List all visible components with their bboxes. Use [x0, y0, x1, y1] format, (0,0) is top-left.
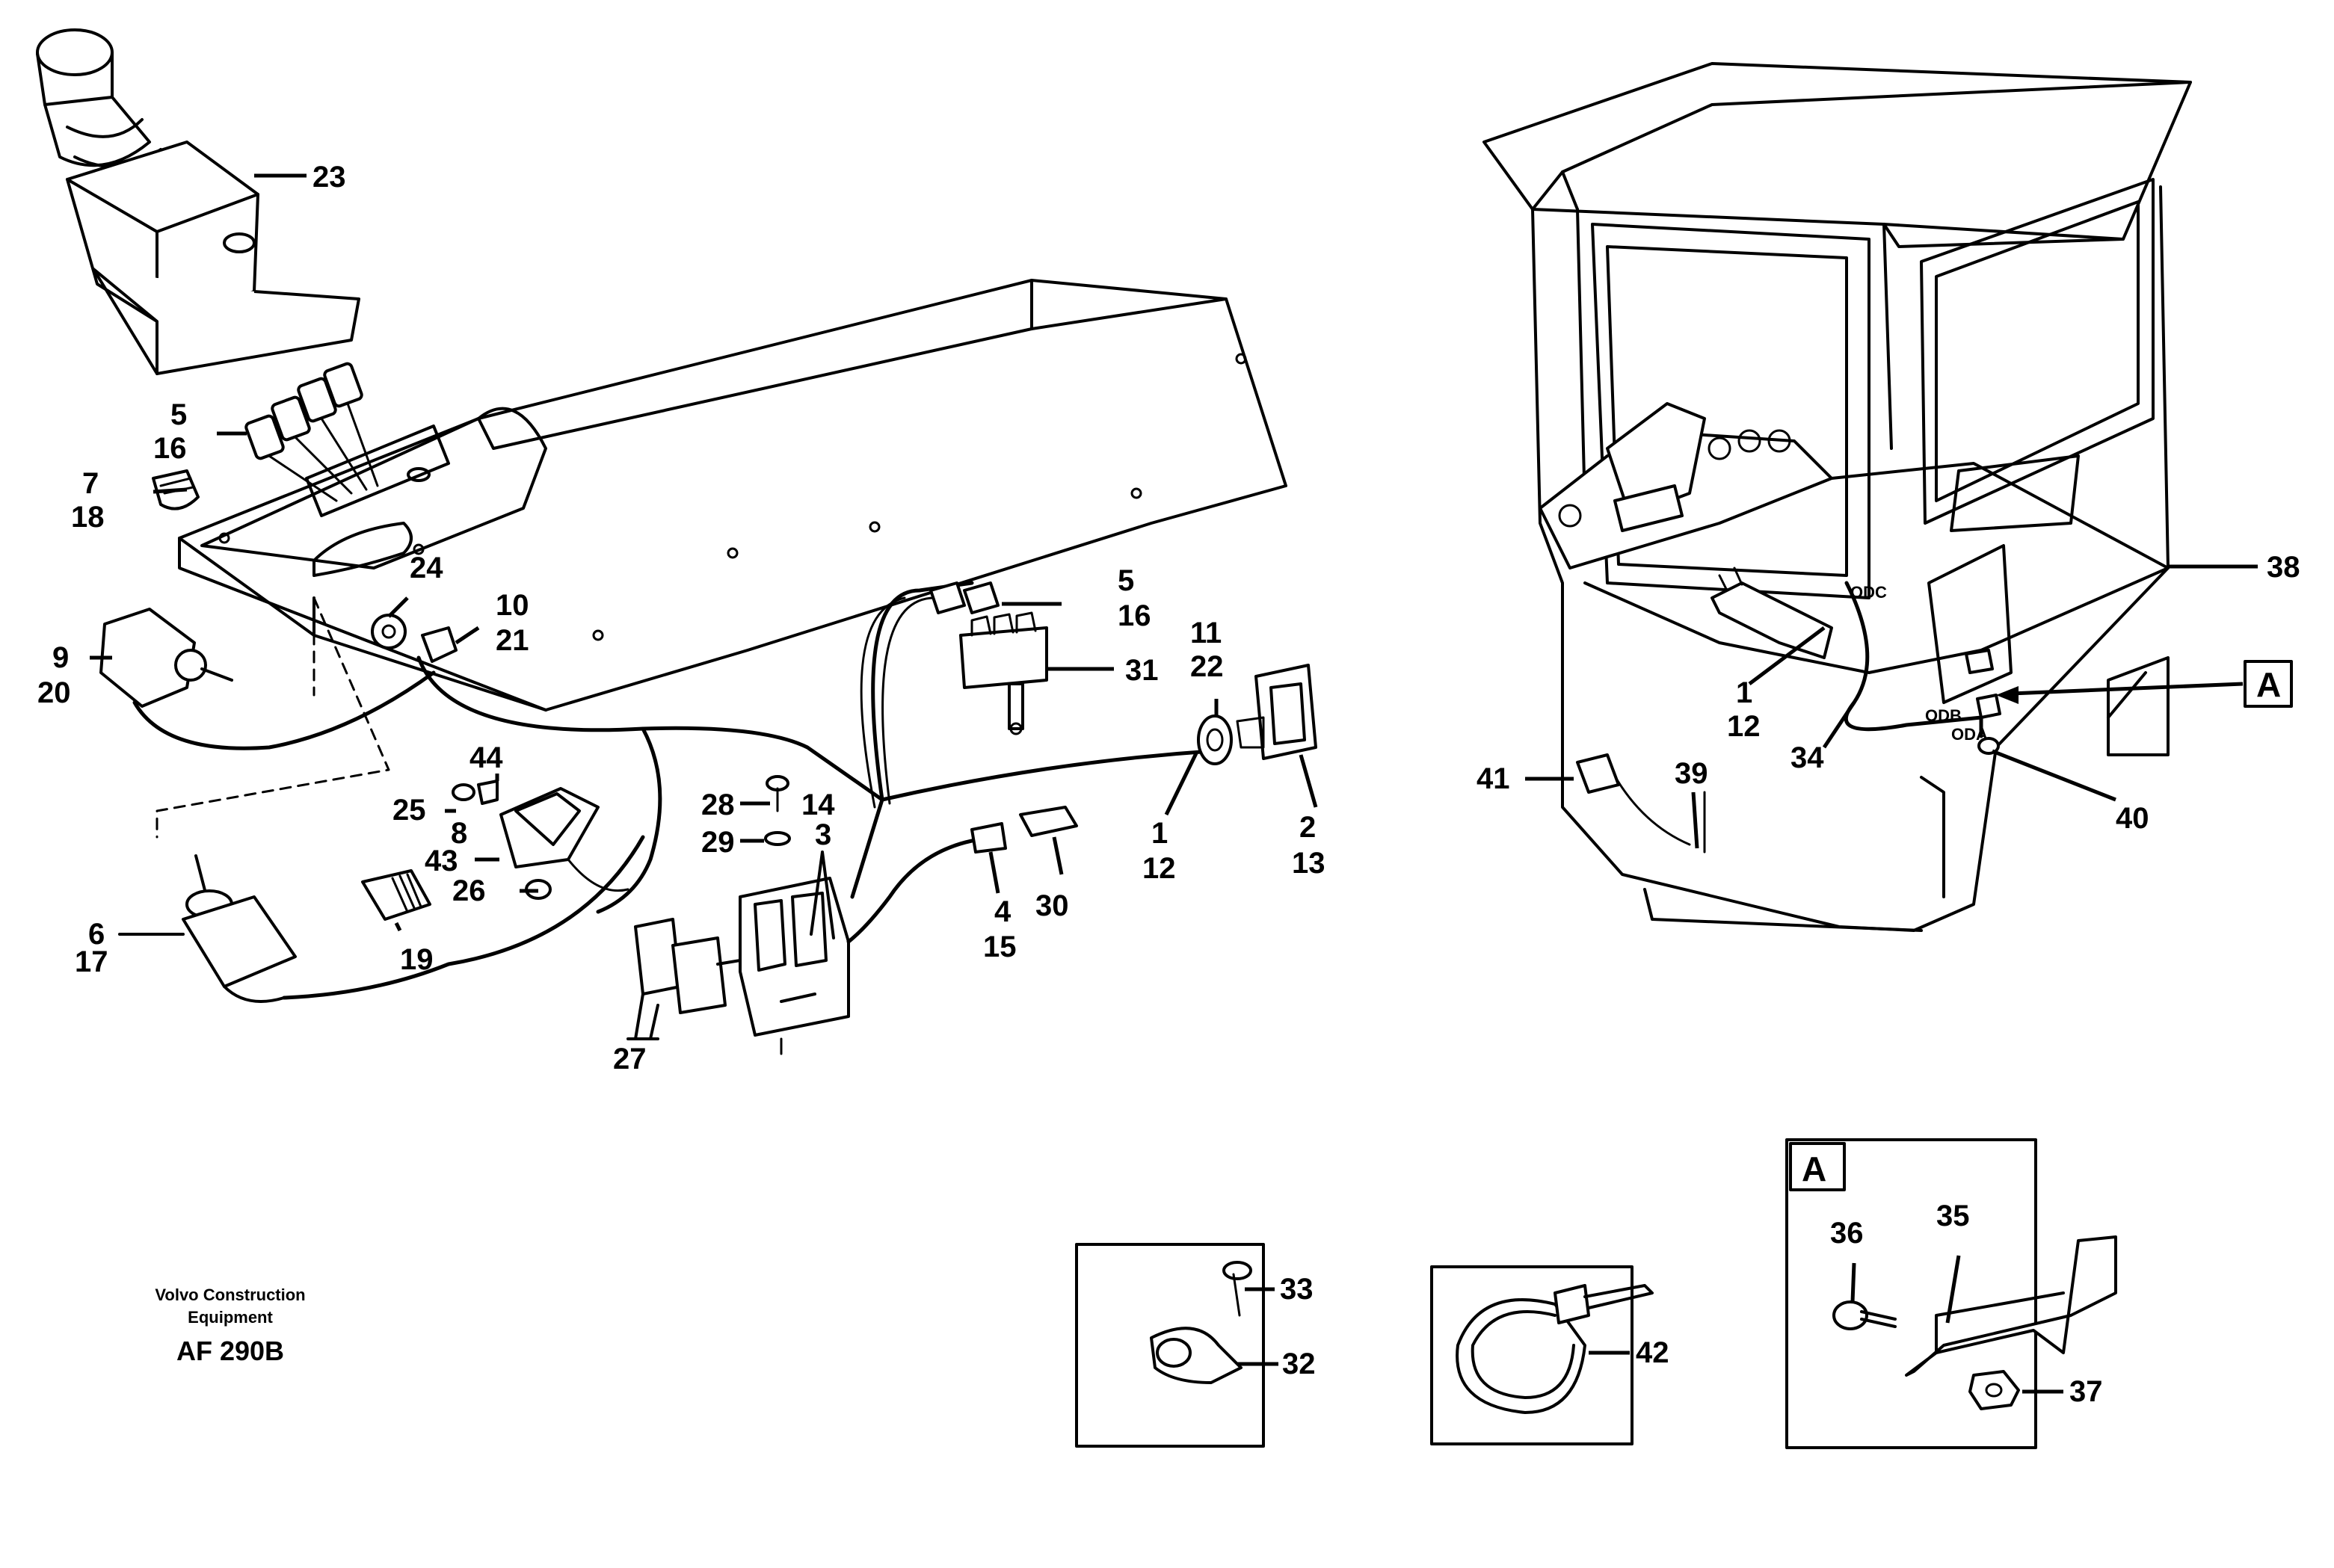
callout-31: 31: [1125, 654, 1159, 687]
callout-2: 2: [1299, 811, 1316, 844]
connector-icon: [361, 869, 431, 921]
toggle-switch-icon: [182, 835, 645, 1003]
wiring-harness: [416, 581, 1213, 914]
connector-icon: [929, 581, 1000, 614]
callout-37: 37: [2069, 1375, 2103, 1408]
cab-icon: [1482, 62, 2192, 932]
grommet-icon: [1197, 714, 1233, 765]
detail-box-A: A: [1785, 1138, 2117, 1449]
callout-16-b: 16: [1118, 599, 1151, 632]
callout-32: 32: [1282, 1348, 1316, 1380]
callout-43: 43: [425, 845, 458, 877]
callout-14: 14: [801, 788, 835, 821]
callout-22: 22: [1190, 650, 1224, 683]
callout-9: 9: [52, 641, 69, 674]
callout-30: 30: [1035, 889, 1069, 922]
callout-39: 39: [1675, 757, 1708, 790]
callout-1-b: 1: [1736, 676, 1752, 709]
callout-27: 27: [613, 1043, 647, 1075]
callout-7: 7: [82, 467, 99, 500]
nut-icon: [1968, 1370, 2020, 1410]
armrest-panel-icon: [178, 279, 1287, 712]
relay-icon: [634, 877, 850, 1055]
connector-icon: [244, 362, 379, 502]
switch-icon: [99, 608, 436, 750]
connector-icon: [846, 806, 1078, 944]
callout-12: 12: [1142, 852, 1176, 885]
callout-18: 18: [71, 501, 105, 534]
leader-lines: [90, 173, 2258, 1394]
credit-line-1: Volvo Construction: [155, 1285, 305, 1304]
knob-icon: [371, 614, 458, 663]
mark-oda: ODA: [1951, 725, 1988, 744]
callout-8: 8: [451, 817, 467, 850]
callout-38: 38: [2267, 551, 2300, 584]
callout-13: 13: [1292, 847, 1325, 880]
callout-16: 16: [153, 432, 187, 465]
mark-odb: ODB: [1925, 706, 1962, 725]
switch-icon: [959, 611, 1048, 735]
callout-36: 36: [1830, 1217, 1864, 1250]
callout-35: 35: [1936, 1200, 1970, 1232]
callout-4: 4: [994, 895, 1011, 928]
cab-marks: ODC ODB ODA: [1850, 583, 1988, 744]
callout-42: 42: [1636, 1336, 1669, 1369]
view-A-marker: [2244, 660, 2293, 708]
callout-44: 44: [469, 741, 503, 774]
callout-12-b: 12: [1727, 710, 1761, 743]
callout-33: 33: [1280, 1273, 1314, 1306]
connector-icon: [1236, 664, 1317, 760]
callout-labels: 23 5 16 7 18 9 20 24 10 21 5 16 31 11 22…: [37, 161, 2300, 1408]
callout-A: A: [2256, 665, 2281, 704]
callout-26: 26: [452, 874, 486, 907]
callout-28: 28: [701, 788, 735, 821]
drawing-code: AF 290B: [176, 1336, 284, 1366]
callout-24: 24: [410, 552, 443, 584]
screw-icon: [764, 775, 791, 846]
joystick-icon: [36, 28, 360, 375]
callout-1: 1: [1151, 817, 1168, 850]
credit-line-2: Equipment: [188, 1308, 273, 1327]
callout-21: 21: [496, 624, 529, 657]
callout-25: 25: [392, 794, 426, 827]
bracket-icon: [1905, 1235, 2117, 1377]
mark-odc: ODC: [1850, 583, 1887, 602]
callout-10: 10: [496, 589, 529, 622]
callout-29: 29: [701, 826, 735, 859]
callout-40: 40: [2116, 802, 2149, 835]
detail-box-clamp: [1075, 1243, 1265, 1448]
callout-23: 23: [312, 161, 346, 194]
callout-17: 17: [75, 945, 108, 978]
callout-34: 34: [1790, 741, 1824, 774]
callout-11: 11: [1190, 617, 1222, 649]
credit-block: Volvo Construction Equipment AF 290B: [155, 1285, 305, 1366]
detail-box-cable-tie: [1430, 1265, 1654, 1445]
callout-5: 5: [170, 398, 187, 431]
screw-icon: [1832, 1300, 1897, 1330]
callout-41: 41: [1477, 762, 1510, 795]
callout-6: 6: [88, 918, 105, 951]
callout-20: 20: [37, 676, 71, 709]
callout-15: 15: [983, 930, 1017, 963]
callout-19: 19: [400, 943, 434, 976]
callout-5-b: 5: [1118, 564, 1134, 597]
callout-3: 3: [815, 818, 831, 851]
detail-box-label: A: [1802, 1149, 1826, 1188]
